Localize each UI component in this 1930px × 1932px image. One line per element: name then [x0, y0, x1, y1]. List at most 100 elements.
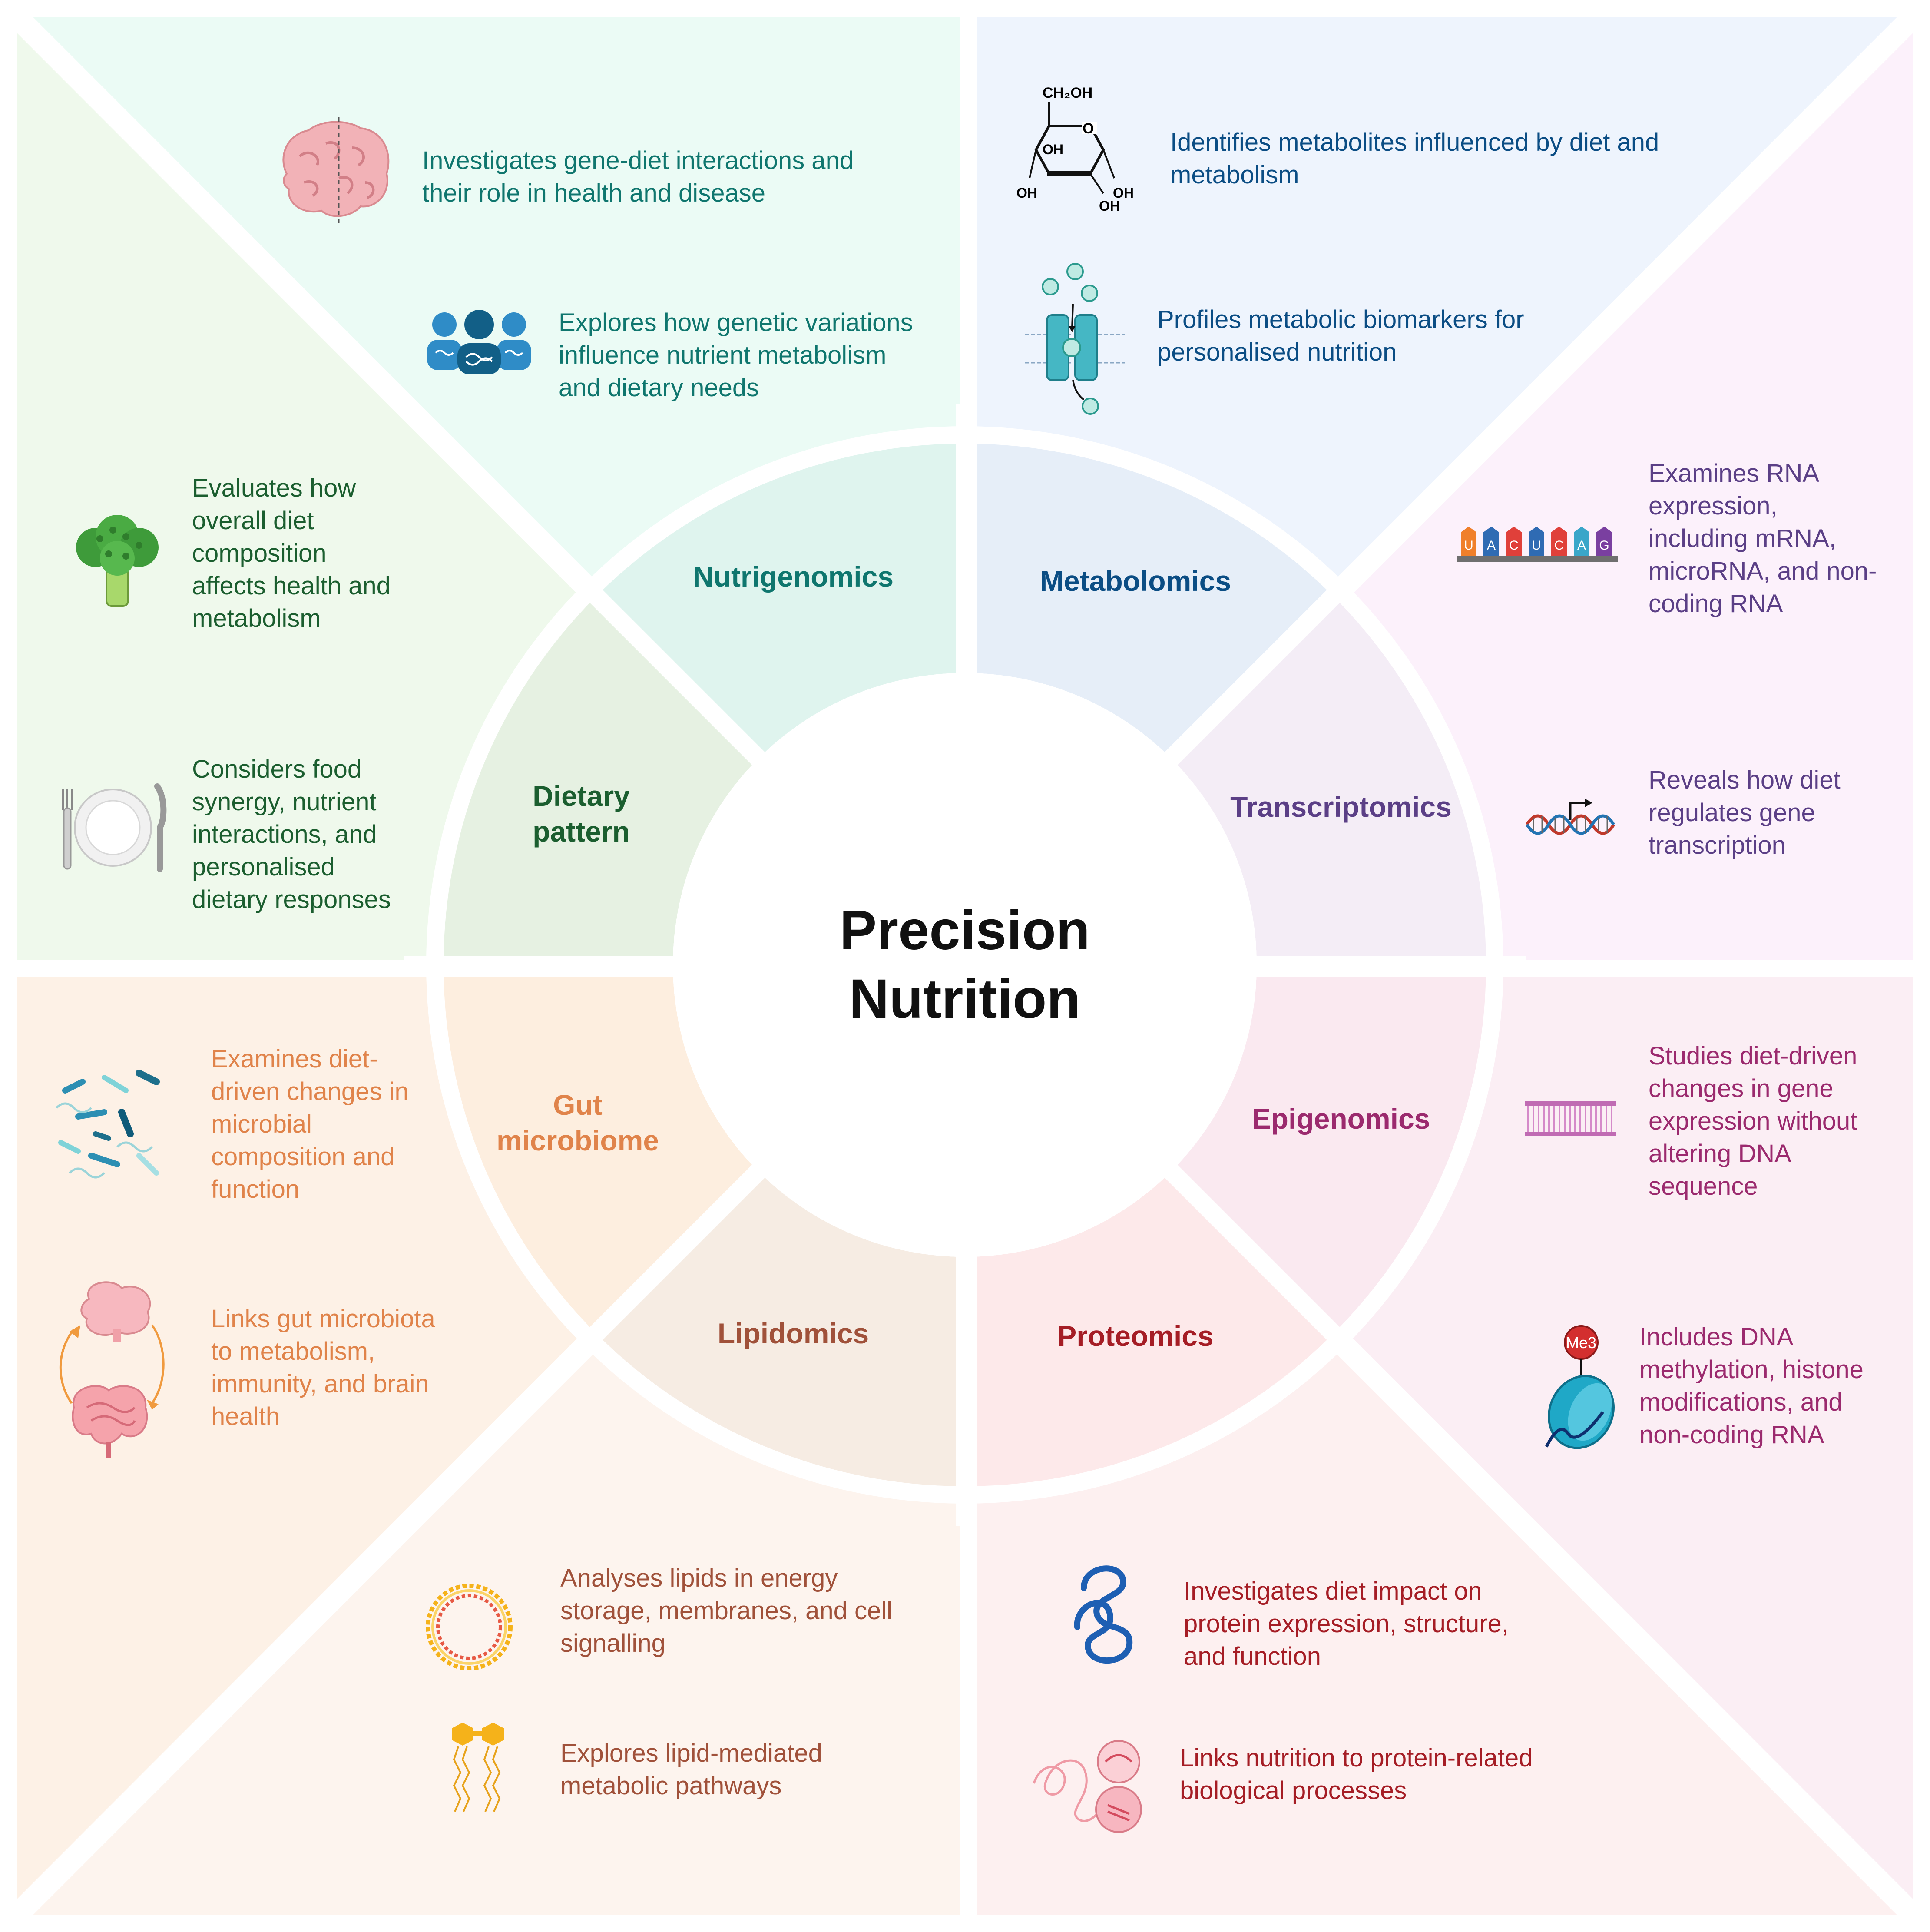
gut-microbiome-description-2: Links gut microbiota to metabolism, immuni… — [211, 1302, 435, 1433]
nutrigenomics-description-2-line: influence nutrient metabolism — [559, 341, 887, 369]
metabolomics-description-1-line: Identifies metabolites influenced by die… — [1170, 128, 1659, 156]
metabolomics-description-1: Identifies metabolites influenced by die… — [1170, 126, 1659, 191]
rna-base — [1506, 527, 1522, 556]
glucose-label: OH — [1113, 185, 1134, 201]
epigenomics-description-1-line: altering DNA — [1649, 1140, 1791, 1168]
transcriptomics-description-2-line: transcription — [1649, 831, 1786, 859]
transcriptomics-description-1: Examines RNA expression, including mRNA, mi… — [1649, 457, 1877, 620]
label-nutrigenomics: Nutrigenomics — [692, 560, 894, 593]
metabolomics-description-2-line: Profiles metabolic biomarkers for — [1157, 305, 1524, 334]
rna-base — [1596, 527, 1612, 556]
dietary-pattern-description-1-line: composition — [192, 539, 327, 567]
histone-mark-label: Me3 — [1566, 1334, 1596, 1352]
rna-base — [1483, 527, 1499, 556]
label-metabolomics: Metabolomics — [1039, 565, 1231, 597]
metabolomics-description-1-line: metabolism — [1170, 161, 1299, 189]
gut-microbiome-description-2-line: to metabolism, — [211, 1337, 375, 1365]
proteomics-description-1: Investigates diet impact on protein expre… — [1184, 1575, 1509, 1673]
proteomics-description-1-line: protein expression, structure, — [1184, 1610, 1509, 1638]
membrane-channel-icon — [1025, 263, 1125, 415]
gut-microbiome-description-1-line: driven changes in — [211, 1077, 409, 1106]
epigenomics-description-1-line: expression without — [1649, 1107, 1857, 1135]
protein-fold-icon — [1074, 1565, 1133, 1664]
transcriptomics-description-1-line: Examines RNA — [1649, 459, 1820, 487]
center-title: Precision Nutrition — [839, 899, 1090, 1030]
phospholipid-icon — [452, 1723, 504, 1812]
dietary-pattern-description-2-line: Considers food — [192, 755, 362, 783]
histone-methylation-icon: Me3 — [1545, 1325, 1615, 1449]
people-dna-icon — [427, 310, 531, 374]
glucose-label: OH — [1016, 185, 1037, 201]
epigenomics-description-2-line: methylation, histone — [1639, 1355, 1864, 1384]
epigenomics-description-1-line: sequence — [1649, 1172, 1758, 1200]
rna-base-label: G — [1599, 538, 1609, 553]
epigenomics-description-2: Includes DNA methylation, histone modifica… — [1639, 1321, 1864, 1451]
rna-base-label: U — [1532, 538, 1541, 553]
epigenomics-description-1-line: changes in gene — [1649, 1074, 1834, 1103]
rna-base-label: C — [1554, 538, 1564, 553]
nutrigenomics-description-1-line: their role in health and disease — [422, 179, 765, 207]
plate-cutlery-icon — [62, 783, 167, 872]
epigenomics-description-2-line: Includes DNA — [1639, 1323, 1794, 1351]
gut-microbiome-description-1-line: function — [211, 1175, 300, 1203]
metabolomics-description-2-line: personalised nutrition — [1157, 338, 1397, 366]
label-proteomics: Proteomics — [1057, 1320, 1214, 1352]
label-transcriptomics: Transcriptomics — [1230, 791, 1452, 823]
liposome-icon — [426, 1584, 513, 1670]
rna-base — [1461, 527, 1476, 556]
metabolomics-description-2: Profiles metabolic biomarkers for persona… — [1157, 303, 1524, 368]
gut-microbiome-description-1-line: microbial — [211, 1110, 312, 1138]
rna-base — [1529, 527, 1544, 556]
glucose-label: OH — [1099, 198, 1120, 214]
transcriptomics-description-1-line: including mRNA, — [1649, 524, 1836, 553]
dietary-pattern-description-1-line: Evaluates how — [192, 474, 356, 502]
epigenomics-description-1: Studies diet-driven changes in gene expres… — [1649, 1040, 1857, 1203]
transcriptomics-description-1-line: microRNA, and non- — [1649, 557, 1877, 585]
dietary-pattern-description-2-line: synergy, nutrient — [192, 788, 377, 816]
lipidomics-description-1-line: signalling — [560, 1629, 665, 1657]
lipidomics-description-1-line: storage, membranes, and cell — [560, 1597, 893, 1625]
gut-microbiome-description-2-line: immunity, and brain — [211, 1370, 429, 1398]
dietary-pattern-description-1-line: affects health and — [192, 572, 391, 600]
nutrigenomics-description-2-line: Explores how genetic variations — [559, 308, 913, 337]
protein-structure-icon — [1033, 1740, 1142, 1833]
bacteria-icon — [56, 1070, 160, 1179]
transcriptomics-description-2-line: Reveals how diet — [1649, 766, 1841, 794]
gut-microbiome-description-2-line: Links gut microbiota — [211, 1305, 435, 1333]
epigenomics-description-2-line: modifications, and — [1639, 1388, 1843, 1416]
dietary-pattern-description-1-line: metabolism — [192, 604, 321, 633]
nutrigenomics-description-1-line: Investigates gene-diet interactions and — [422, 146, 854, 175]
transcriptomics-description-1-line: expression, — [1649, 492, 1778, 520]
dna-transcription-icon — [1526, 799, 1615, 835]
transcriptomics-description-2: Reveals how diet regulates gene transcript… — [1649, 764, 1841, 862]
dietary-pattern-description-2: Considers food synergy, nutrient interacti… — [192, 753, 391, 916]
lipidomics-description-1: Analyses lipids in energy storage, membra… — [560, 1562, 892, 1660]
rna-base — [1574, 527, 1589, 556]
lipidomics-description-1-line: Analyses lipids in energy — [560, 1564, 838, 1592]
rna-base — [1551, 527, 1567, 556]
proteomics-description-2-line: biological processes — [1180, 1776, 1407, 1805]
nutrigenomics-description-2-line: and dietary needs — [559, 374, 759, 402]
rna-base-label: A — [1577, 538, 1586, 553]
glucose-structure-icon: CH₂OH O OH OH OH OH — [1016, 85, 1134, 214]
epigenomics-description-2-line: non-coding RNA — [1639, 1421, 1824, 1449]
proteomics-description-1-line: Investigates diet impact on — [1184, 1577, 1482, 1605]
gut-microbiome-description-1-line: composition and — [211, 1143, 395, 1171]
nutrigenomics-description-1: Investigates gene-diet interactions and t… — [422, 144, 854, 209]
label-lipidomics: Lipidomics — [717, 1317, 869, 1349]
dietary-pattern-description-2-line: interactions, and — [192, 820, 377, 848]
epigenomics-description-1-line: Studies diet-driven — [1649, 1042, 1857, 1070]
label-epigenomics: Epigenomics — [1251, 1103, 1430, 1135]
broccoli-icon — [76, 515, 159, 607]
transcriptomics-description-2-line: regulates gene — [1649, 799, 1815, 827]
glucose-label: OH — [1043, 142, 1063, 157]
lipidomics-description-2-line: Explores lipid-mediated — [560, 1739, 822, 1767]
